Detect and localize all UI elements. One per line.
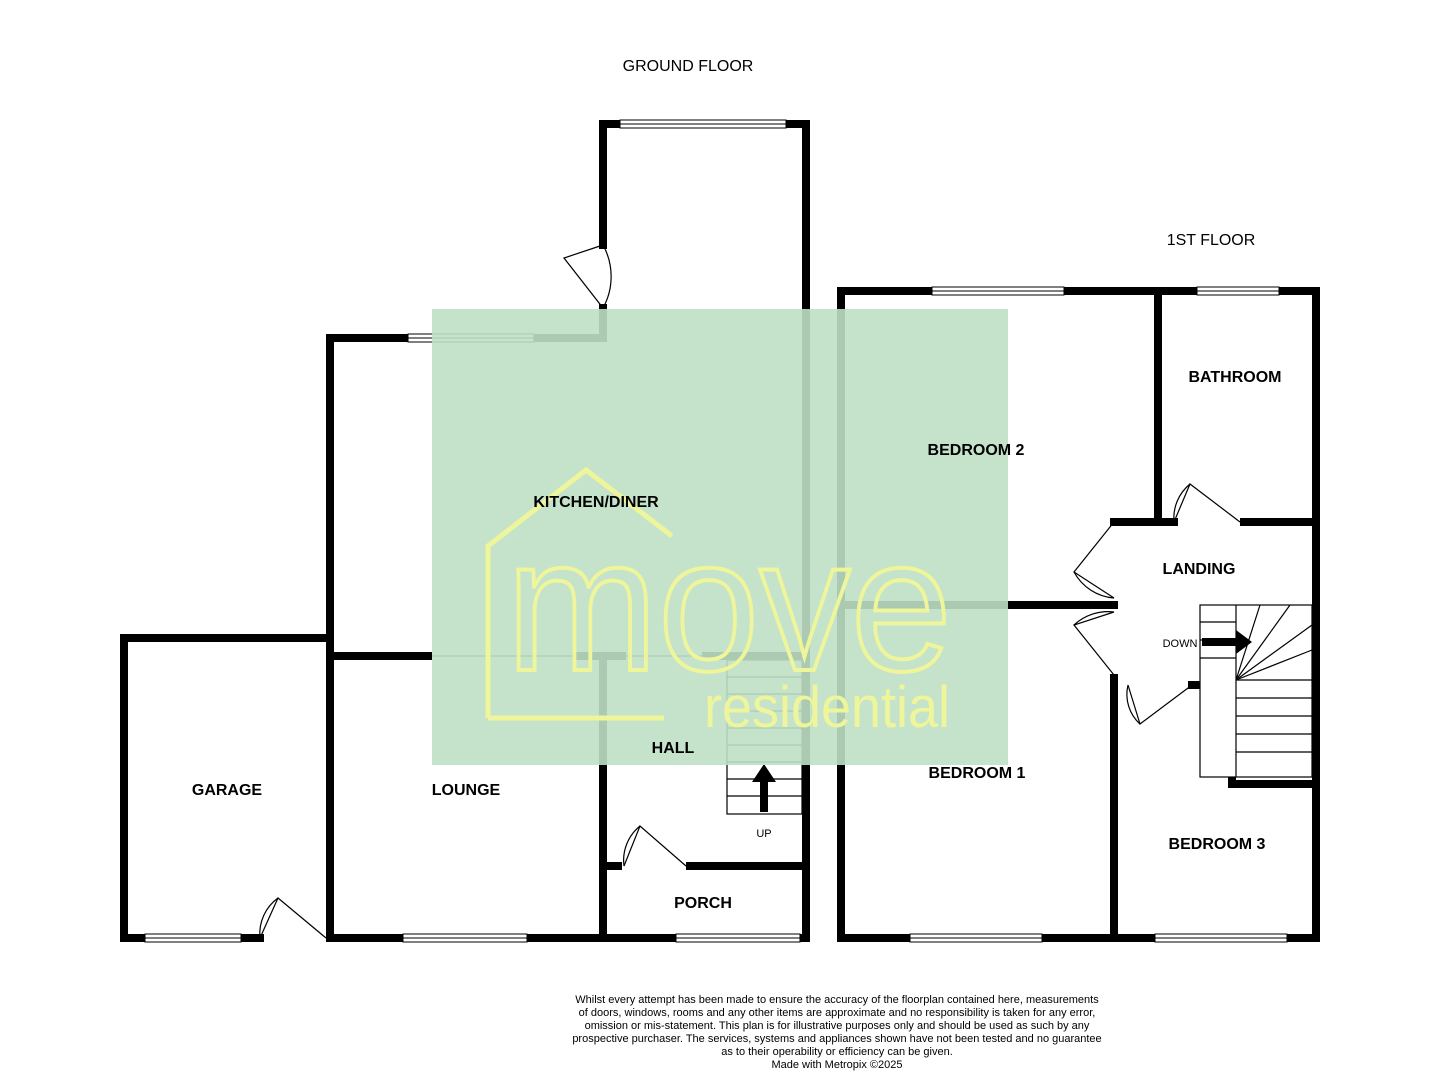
room-label-hall: HALL (652, 740, 695, 757)
stairs-down-label: DOWN (1163, 638, 1198, 650)
disclaimer-line: as to their operability or efficiency ca… (721, 1046, 953, 1058)
stairs-up-label: UP (756, 828, 771, 840)
room-label-bathroom: BATHROOM (1188, 369, 1281, 386)
disclaimer-line: Whilst every attempt has been made to en… (575, 994, 1099, 1006)
first-floor-title: 1ST FLOOR (1167, 232, 1256, 249)
watermark-overlay (432, 309, 1008, 765)
first-floor-stairs (1199, 604, 1313, 778)
room-label-landing: LANDING (1163, 561, 1236, 578)
watermark: move residential (432, 309, 1008, 765)
room-label-bedroom-2: BEDROOM 2 (928, 442, 1025, 459)
disclaimer-credit: Made with Metropix ©2025 (771, 1059, 903, 1071)
room-label-lounge: LOUNGE (432, 782, 501, 799)
disclaimer-line: prospective purchaser. The services, sys… (572, 1033, 1102, 1045)
room-label-garage: GARAGE (192, 782, 263, 799)
down-arrow-icon (1202, 630, 1252, 654)
room-label-kitchen-diner: KITCHEN/DINER (533, 494, 659, 511)
room-label-bedroom-1: BEDROOM 1 (929, 765, 1026, 782)
disclaimer: Whilst every attempt has been made to en… (540, 994, 1134, 1072)
watermark-sub: residential (704, 675, 950, 740)
disclaimer-line: of doors, windows, rooms and any other i… (578, 1007, 1096, 1019)
disclaimer-line: omission or mis-statement. This plan is … (584, 1020, 1090, 1032)
room-label-porch: PORCH (674, 895, 732, 912)
room-label-bedroom-3: BEDROOM 3 (1169, 836, 1266, 853)
house-outline-icon (485, 466, 674, 721)
ground-floor-title: GROUND FLOOR (623, 58, 754, 75)
doors (259, 244, 1241, 939)
up-arrow-icon (752, 764, 776, 812)
watermark-brand: move (506, 499, 952, 711)
